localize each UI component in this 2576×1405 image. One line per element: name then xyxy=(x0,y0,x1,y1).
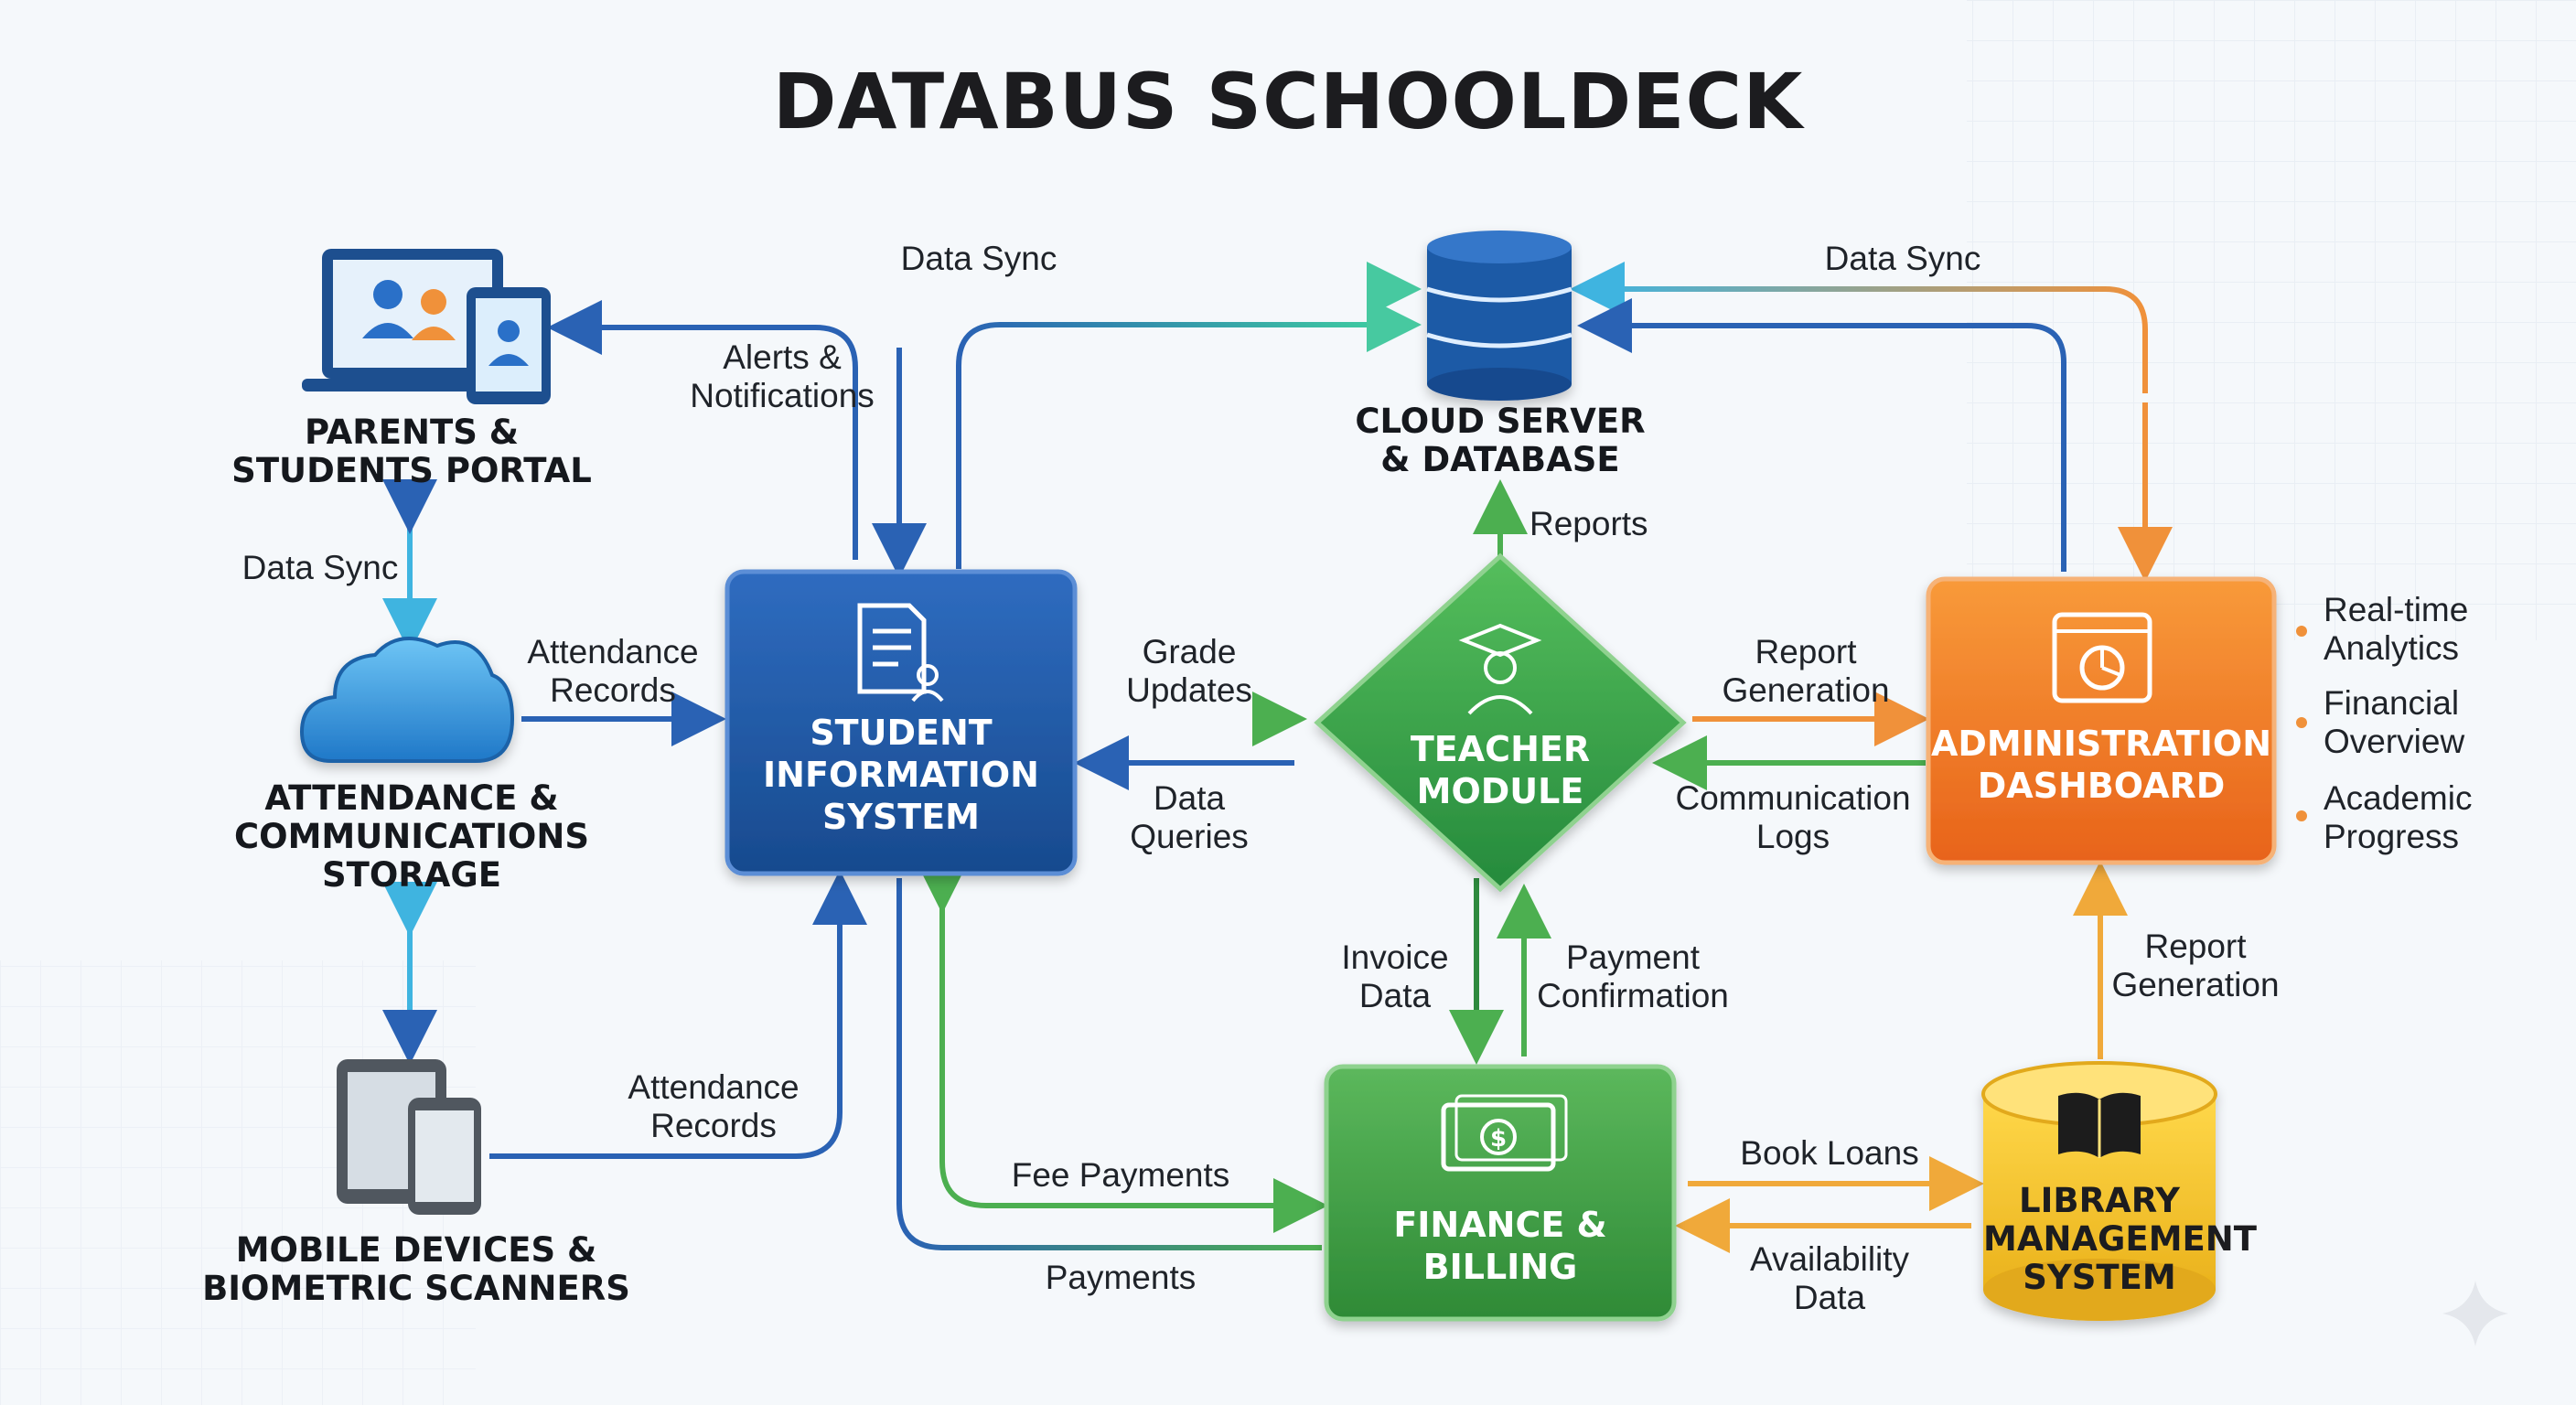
arrow-cloud-to-admin-line xyxy=(1599,323,2066,572)
arrow-alerts-to-portal xyxy=(547,300,858,560)
database-icon xyxy=(1426,231,1572,401)
document-user-icon xyxy=(857,603,944,702)
admin-box[interactable] xyxy=(1926,576,2277,865)
analytics-window-icon xyxy=(2052,612,2152,703)
arrow-payments xyxy=(896,878,1322,1250)
book-icon xyxy=(2058,1092,2141,1158)
label-portal-attendance-sync: Data Sync xyxy=(242,549,399,586)
sparkle-icon xyxy=(2442,1281,2508,1346)
finance-label: FINANCE &BILLING xyxy=(1393,1205,1607,1287)
label-payments: Payments xyxy=(1045,1259,1197,1296)
label-fee-payments: Fee Payments xyxy=(1011,1156,1230,1194)
label-admin-cloud-sync: Data Sync xyxy=(1824,240,1981,277)
mobile-caption: MOBILE DEVICES &BIOMETRIC SCANNERS xyxy=(202,1230,630,1308)
cloud-icon xyxy=(299,637,515,763)
svg-text:$: $ xyxy=(1490,1125,1507,1153)
arrow-admin-to-cloud xyxy=(1570,262,2148,393)
library-cylinder[interactable] xyxy=(1981,1061,2217,1321)
label-book-loans: Book Loans xyxy=(1740,1134,1919,1172)
label-alerts-notifications: Alerts &Notifications xyxy=(690,338,875,414)
portal-caption: PARENTS &STUDENTS PORTAL xyxy=(231,413,592,490)
label-portal-cloud-sync: Data Sync xyxy=(900,240,1057,277)
page-title: DATABUS SCHOOLDECK xyxy=(772,57,1804,146)
cloud-caption: CLOUD SERVER& DATABASE xyxy=(1355,402,1646,479)
label-reports: Reports xyxy=(1530,505,1648,542)
tablet-phone-icon xyxy=(337,1059,481,1215)
arrow-sis-to-cloud xyxy=(956,297,1422,569)
laptop-users-icon xyxy=(302,249,523,391)
money-bill-icon: $ xyxy=(1441,1094,1568,1172)
tablet-user-icon xyxy=(467,287,551,404)
arrow-fee-payments xyxy=(915,859,1328,1233)
teacher-diamond[interactable] xyxy=(1314,552,1687,893)
sis-box[interactable] xyxy=(724,569,1078,876)
background-grid xyxy=(1967,0,2576,640)
graduation-teacher-icon xyxy=(1458,623,1542,715)
arrow-mobile-to-sis xyxy=(489,870,867,1159)
bullet-dots xyxy=(2296,626,2307,821)
finance-box[interactable]: $ xyxy=(1324,1064,1677,1322)
